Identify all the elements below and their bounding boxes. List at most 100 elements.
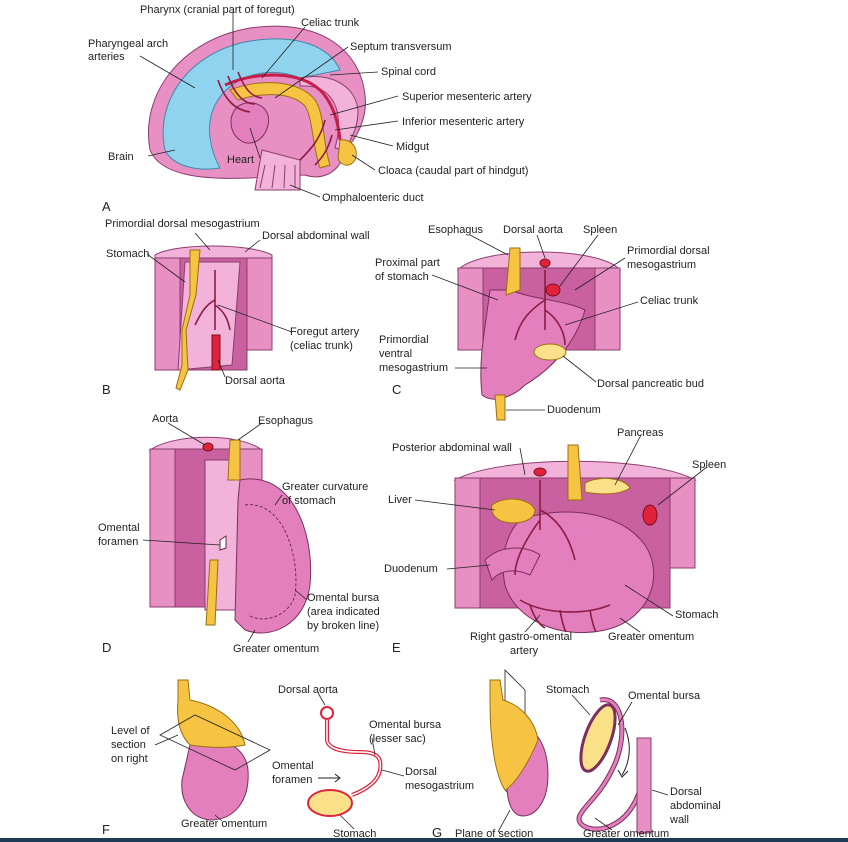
label-prim-dorsal-b: Primordial dorsal mesogastrium xyxy=(105,218,260,230)
label-omental-bursa-d2: (area indicated xyxy=(307,606,380,618)
pancreas-e xyxy=(584,477,631,495)
label-dorsal-abd-g1: Dorsal xyxy=(670,786,702,798)
wall-top-c xyxy=(456,251,622,271)
panel-d: Aorta Esophagus Greater curvature of sto… xyxy=(98,413,380,655)
label-pharynx: Pharynx (cranial part of foregut) xyxy=(140,4,295,16)
label-level-2: section xyxy=(111,739,146,751)
panel-letter-e: E xyxy=(392,640,401,655)
panel-letter-f: F xyxy=(102,822,110,837)
label-prim-dorsal-c2: mesogastrium xyxy=(627,259,696,271)
label-omental-foramen-d2: foramen xyxy=(98,536,138,548)
label-stomach-b: Stomach xyxy=(106,248,149,260)
label-cloaca: Cloaca (caudal part of hindgut) xyxy=(378,165,528,177)
panel-letter-a: A xyxy=(102,199,111,214)
duodenum-c xyxy=(494,394,506,421)
label-pharyngeal-arch: Pharyngeal arch xyxy=(88,38,168,50)
label-omental-bursa-g: Omental bursa xyxy=(628,690,701,702)
wall-left-b xyxy=(154,257,181,371)
label-omental-bursa-d1: Omental bursa xyxy=(307,592,380,604)
label-dorsal-meso-f2: mesogastrium xyxy=(405,780,474,792)
label-liver-e: Liver xyxy=(388,494,412,506)
wall-right-e xyxy=(669,477,696,569)
wall-left-e xyxy=(454,477,481,609)
stomach-e xyxy=(502,511,655,634)
bursa-arrow-g xyxy=(617,727,630,778)
label-sma: Superior mesenteric artery xyxy=(402,91,532,103)
label-omental-bursa-f1: Omental bursa xyxy=(369,719,442,731)
label-omental-foramen-f2: foramen xyxy=(272,774,312,786)
stomach-c xyxy=(480,289,586,400)
bottom-edge-bar xyxy=(0,838,848,842)
label-stomach-g: Stomach xyxy=(546,684,589,696)
stomach-section-g xyxy=(579,703,617,773)
panel-f: Level of section on right Greater omentu… xyxy=(102,679,474,840)
stomach-d xyxy=(234,478,312,634)
label-dorsal-abd-g2: abdominal xyxy=(670,800,721,812)
aorta-e xyxy=(533,467,547,477)
label-esophagus-d: Esophagus xyxy=(258,415,314,427)
celiac-c xyxy=(514,270,566,346)
label-dorsal-abd-wall-b: Dorsal abdominal wall xyxy=(262,230,370,242)
label-proximal-c1: Proximal part xyxy=(375,257,440,269)
label-prim-ventral-c3: mesogastrium xyxy=(379,362,448,374)
label-duodenum-e: Duodenum xyxy=(384,563,438,575)
label-esophagus-c: Esophagus xyxy=(428,224,484,236)
wall-left-c xyxy=(457,267,484,351)
label-omental-foramen-f1: Omental xyxy=(272,760,314,772)
panel-c: Esophagus Dorsal aorta Spleen Primordial… xyxy=(375,224,710,421)
label-dorsal-meso-f1: Dorsal xyxy=(405,766,437,778)
label-greater-omentum-e: Greater omentum xyxy=(608,631,694,643)
label-omental-bursa-f2: (lesser sac) xyxy=(369,733,426,745)
label-pancreas-e: Pancreas xyxy=(617,427,664,439)
brain-shape xyxy=(162,38,341,170)
vessels-e xyxy=(514,480,611,633)
label-right-gastro-1: Right gastro-omental xyxy=(470,631,572,643)
esophagus-b xyxy=(175,249,201,391)
label-posterior-wall-e: Posterior abdominal wall xyxy=(392,442,512,454)
aorta-b xyxy=(211,334,221,371)
spleen-e xyxy=(642,504,658,526)
mesogastrium-f-inner xyxy=(326,720,382,796)
foramen-arrow-f xyxy=(318,773,341,783)
panel-letter-c: C xyxy=(392,382,401,397)
label-duodenum-c: Duodenum xyxy=(547,404,601,416)
aorta-line xyxy=(224,73,342,141)
foramen-mark-d xyxy=(219,535,227,551)
label-proximal-c2: of stomach xyxy=(375,271,429,283)
label-dorsal-aorta-f: Dorsal aorta xyxy=(278,684,339,696)
label-midgut: Midgut xyxy=(396,141,429,153)
esophagus-c xyxy=(505,247,521,296)
aorta-f xyxy=(320,706,334,720)
celiac-b xyxy=(194,270,231,331)
label-greater-curv-2: of stomach xyxy=(282,495,336,507)
label-dorsal-aorta-c: Dorsal aorta xyxy=(503,224,564,236)
label-stomach-f: Stomach xyxy=(333,828,376,840)
wall-left-d xyxy=(149,448,176,608)
label-stomach-e: Stomach xyxy=(675,609,718,621)
label-dorsal-aorta-b: Dorsal aorta xyxy=(225,375,286,387)
label-celiac-trunk-b: (celiac trunk) xyxy=(290,340,353,352)
aorta-d xyxy=(202,442,214,452)
mesenteric-branches xyxy=(299,119,333,166)
label-omphaloenteric: Omphaloenteric duct xyxy=(322,192,424,204)
label-omental-foramen-d1: Omental xyxy=(98,522,140,534)
omphaloenteric-stalk xyxy=(254,149,301,191)
label-foregut-artery: Foregut artery xyxy=(290,326,360,338)
stomach-f xyxy=(181,739,249,821)
label-greater-omentum-g: Greater omentum xyxy=(583,828,669,840)
label-level-3: on right xyxy=(111,753,148,765)
spleen-c xyxy=(545,283,561,297)
label-spinal-cord: Spinal cord xyxy=(381,66,436,78)
label-greater-omentum-d: Greater omentum xyxy=(233,643,319,655)
label-prim-dorsal-c1: Primordial dorsal xyxy=(627,245,710,257)
label-right-gastro-2: artery xyxy=(510,645,539,657)
stalk-lines xyxy=(259,164,296,189)
panel-letter-b: B xyxy=(102,382,111,397)
wall-right-b xyxy=(246,257,273,351)
esophagus-d xyxy=(227,439,241,481)
stomach-section-f xyxy=(307,789,353,817)
label-aorta-d: Aorta xyxy=(152,413,179,425)
panel-b: Primordial dorsal mesogastrium Dorsal ab… xyxy=(102,218,370,397)
label-ima: Inferior mesenteric artery xyxy=(402,116,525,128)
liver-e xyxy=(491,498,536,524)
